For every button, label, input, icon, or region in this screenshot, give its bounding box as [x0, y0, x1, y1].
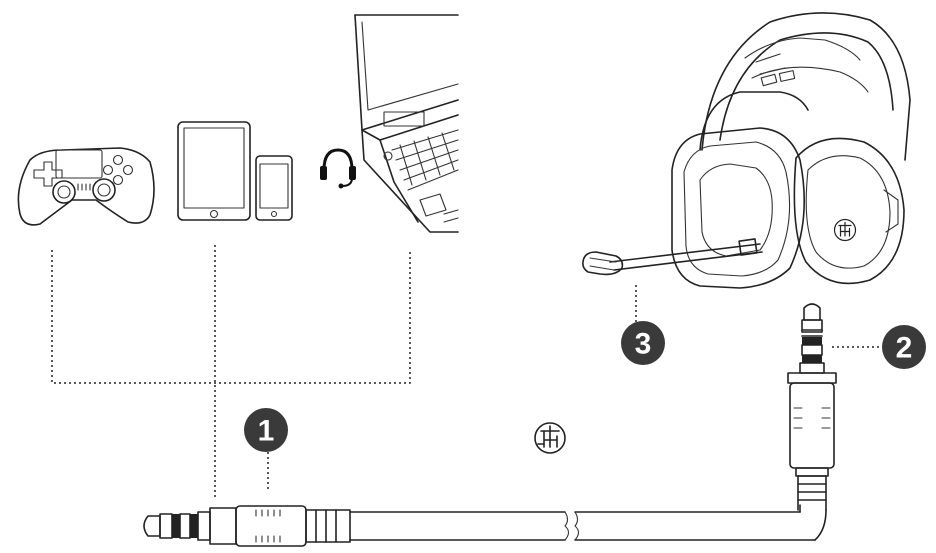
- callout-badge-2: 2: [882, 325, 926, 369]
- brand-logo-icon: [534, 422, 566, 454]
- callout-badge-1: 1: [244, 408, 288, 452]
- device-plug-icon: [143, 505, 351, 547]
- device-connector-lines: [51, 245, 880, 498]
- callout-label-2: 2: [896, 332, 913, 365]
- laptop-icon: [354, 14, 459, 233]
- cable-icon: [349, 504, 827, 541]
- callout-badge-3: 3: [621, 321, 665, 365]
- smartphone-icon: [255, 155, 293, 221]
- headset-icon: [582, 12, 911, 289]
- callout-label-1: 1: [258, 415, 275, 448]
- callout-label-3: 3: [635, 328, 652, 361]
- headset-port-icon: [320, 148, 356, 189]
- tablet-icon: [177, 121, 251, 221]
- gamepad-icon: [17, 147, 155, 226]
- headset-plug-icon: [787, 303, 837, 511]
